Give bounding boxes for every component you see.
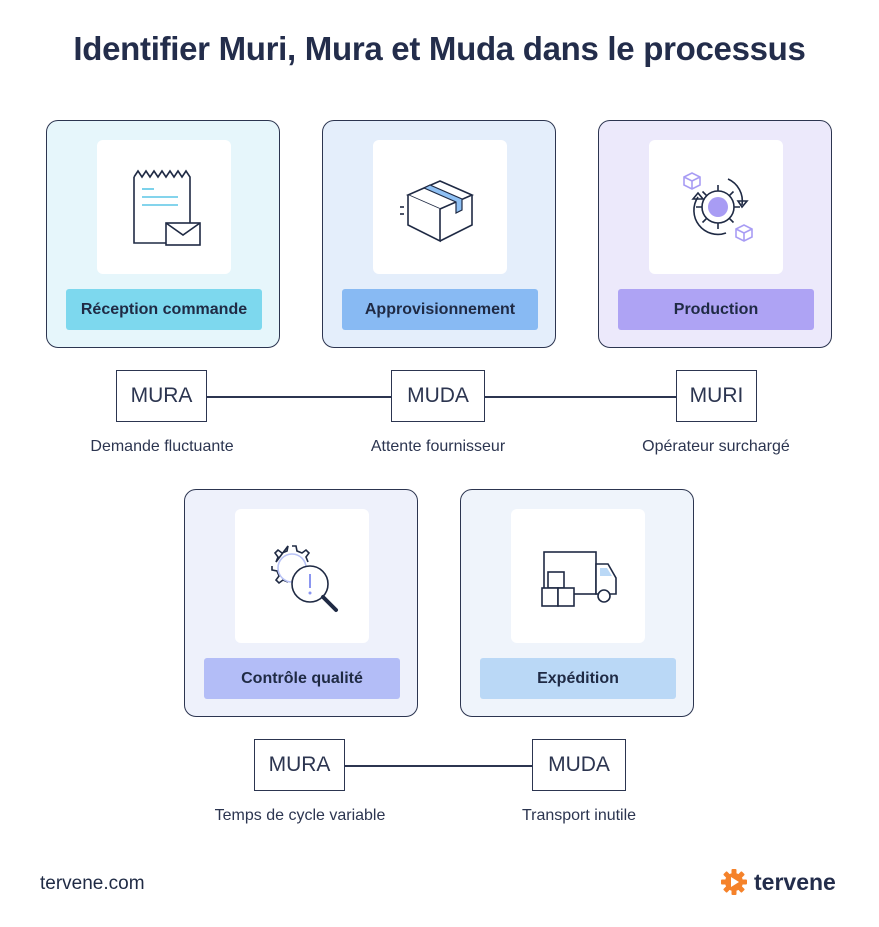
brand-logo: tervene bbox=[720, 868, 836, 896]
waste-tag-muri: MURI bbox=[676, 370, 757, 422]
footer-url: tervene.com bbox=[40, 873, 145, 894]
waste-tag-mura: MURA bbox=[254, 739, 345, 791]
quality-magnifier-icon bbox=[271, 545, 338, 612]
connector-line bbox=[345, 765, 535, 767]
step-card-reception: Réception commande bbox=[46, 120, 280, 348]
icon-box bbox=[649, 140, 783, 274]
brand-gear-icon bbox=[721, 869, 747, 895]
icon-box bbox=[97, 140, 231, 274]
step-label: Réception commande bbox=[66, 289, 262, 330]
receipt-envelope-icon bbox=[133, 169, 201, 246]
brand-name: tervene bbox=[754, 868, 836, 895]
waste-tag-muda: MUDA bbox=[391, 370, 485, 422]
step-label: Expédition bbox=[480, 658, 676, 699]
step-card-approvisionnement: Approvisionnement bbox=[322, 120, 556, 348]
delivery-truck-icon bbox=[541, 551, 617, 607]
waste-description: Demande fluctuante bbox=[90, 438, 234, 455]
waste-description: Opérateur surchargé bbox=[642, 438, 790, 455]
page-title: Identifier Muri, Mura et Muda dans le pr… bbox=[73, 30, 806, 67]
step-card-production: Production bbox=[598, 120, 832, 348]
step-label: Approvisionnement bbox=[342, 289, 538, 330]
waste-description: Temps de cycle variable bbox=[214, 807, 386, 824]
step-label: Contrôle qualité bbox=[204, 658, 400, 699]
package-box-icon bbox=[400, 180, 474, 243]
icon-box bbox=[235, 509, 369, 643]
waste-tag-muda: MUDA bbox=[532, 739, 626, 791]
waste-description: Attente fournisseur bbox=[370, 438, 506, 455]
step-card-controle-qualite: Contrôle qualité bbox=[184, 489, 418, 717]
waste-description: Transport inutile bbox=[521, 807, 637, 824]
gear-cycle-icon bbox=[683, 172, 753, 242]
icon-box bbox=[373, 140, 507, 274]
waste-tag-mura: MURA bbox=[116, 370, 207, 422]
step-card-expedition: Expédition bbox=[460, 489, 694, 717]
step-label: Production bbox=[618, 289, 814, 330]
icon-box bbox=[511, 509, 645, 643]
